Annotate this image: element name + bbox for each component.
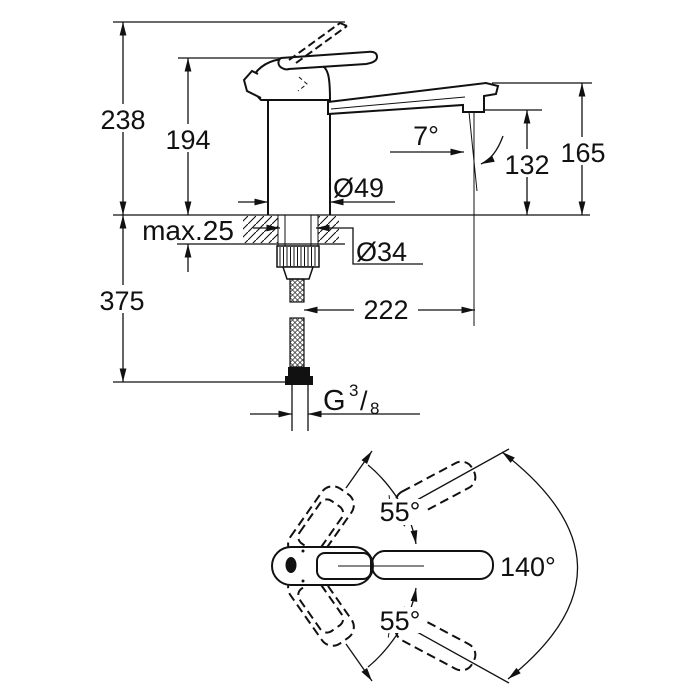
dim-165-label: 165 [560, 138, 605, 168]
dim-222-label: 222 [363, 295, 408, 325]
top-view: 55° 55° 140° [271, 448, 579, 684]
lever-handle [277, 50, 379, 71]
extension-lines [113, 21, 592, 383]
thread-slash-label: / [360, 386, 368, 416]
water-stream [390, 111, 504, 326]
dim-375-label: 375 [99, 286, 144, 316]
dim-194-label: 194 [165, 125, 210, 155]
mounting-shank [277, 215, 319, 246]
dim-dia34-label: Ø34 [356, 237, 407, 267]
hose-tail [291, 385, 309, 431]
mounting-hardware [276, 245, 320, 431]
angle-140-label: 140° [500, 552, 556, 582]
hose-nut [285, 376, 313, 385]
angle-dimensions: 55° 55° 140° [345, 448, 579, 684]
faucet-body [242, 22, 500, 215]
counter-hatch-right [318, 216, 339, 243]
dome-detail [242, 69, 262, 99]
faucet-plan [271, 546, 494, 586]
nut-collar [281, 266, 315, 280]
angle-55-bottom-label: 55° [380, 606, 421, 636]
dim-max25-label: max.25 [142, 215, 234, 246]
dimensions: 238 194 max.25 375 Ø49 Ø34 132 165 222 [96, 22, 611, 418]
dim-132-label: 132 [504, 150, 549, 180]
angle-55-top-label: 55° [380, 497, 421, 527]
lever-raised-position [288, 22, 348, 64]
thread-size-label: G 3 / 8 [323, 381, 379, 418]
thread-g-label: G [323, 385, 346, 417]
hose-fitting [288, 367, 310, 376]
handle-cap-mark [285, 557, 297, 573]
side-view: 238 194 max.25 375 Ø49 Ø34 132 165 222 [96, 21, 611, 431]
spout-plan [371, 550, 494, 580]
dim-238-label: 238 [100, 105, 145, 135]
thread-denominator-label: 8 [370, 399, 379, 418]
supply-hose-lower [289, 317, 305, 368]
thread-numerator-label: 3 [349, 381, 358, 400]
counter-hatch-left [243, 216, 278, 243]
dim-7deg-label: 7° [413, 121, 439, 151]
dim-dia49-label: Ø49 [333, 173, 384, 203]
supply-hose-upper [289, 278, 305, 303]
spout [327, 81, 500, 116]
